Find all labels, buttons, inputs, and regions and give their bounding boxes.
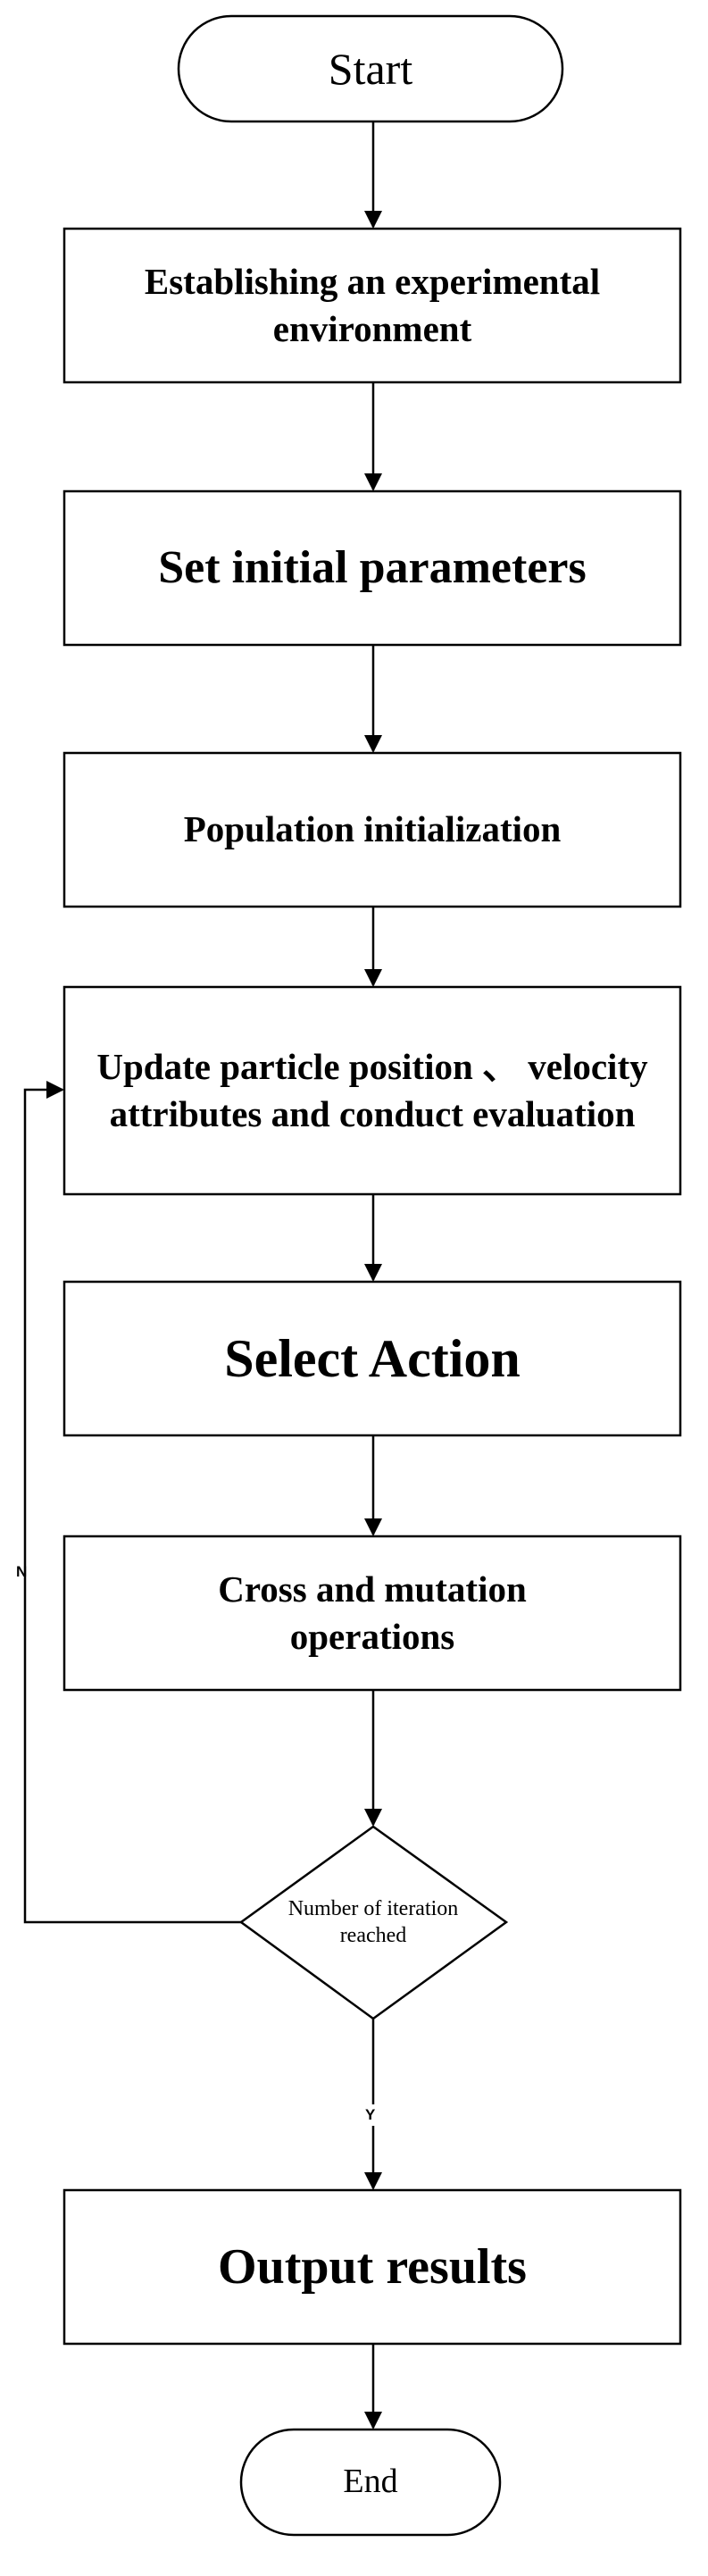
yes-branch-label: Y bbox=[365, 2104, 376, 2126]
output-results-label: Output results bbox=[218, 2238, 527, 2295]
set-params-box-shape bbox=[62, 489, 682, 647]
set-initial-parameters-label: Set initial parameters bbox=[158, 542, 587, 594]
end-label: End bbox=[343, 2463, 398, 2501]
end-terminal-shape bbox=[239, 2428, 502, 2537]
establish-box-shape bbox=[62, 227, 682, 384]
select-action-label: Select Action bbox=[224, 1329, 521, 1388]
update-box-shape bbox=[62, 985, 682, 1196]
loop-back-arrow-no bbox=[23, 1081, 241, 1924]
start-terminal-shape bbox=[177, 14, 564, 123]
update-particle-label: Update particle position 、 velocity attr… bbox=[96, 1045, 648, 1134]
decision-label: Number of iteration reached bbox=[287, 1897, 459, 1947]
output-box-shape bbox=[62, 2188, 682, 2346]
population-box-shape bbox=[62, 751, 682, 908]
start-label: Start bbox=[328, 43, 413, 94]
population-initialization-label: Population initialization bbox=[183, 808, 562, 850]
cross-mutation-label: Cross and mutation operations bbox=[218, 1568, 527, 1657]
establish-environment-label: Establishing an experimental environment bbox=[144, 260, 601, 349]
no-branch-label: N bbox=[16, 1563, 28, 1580]
